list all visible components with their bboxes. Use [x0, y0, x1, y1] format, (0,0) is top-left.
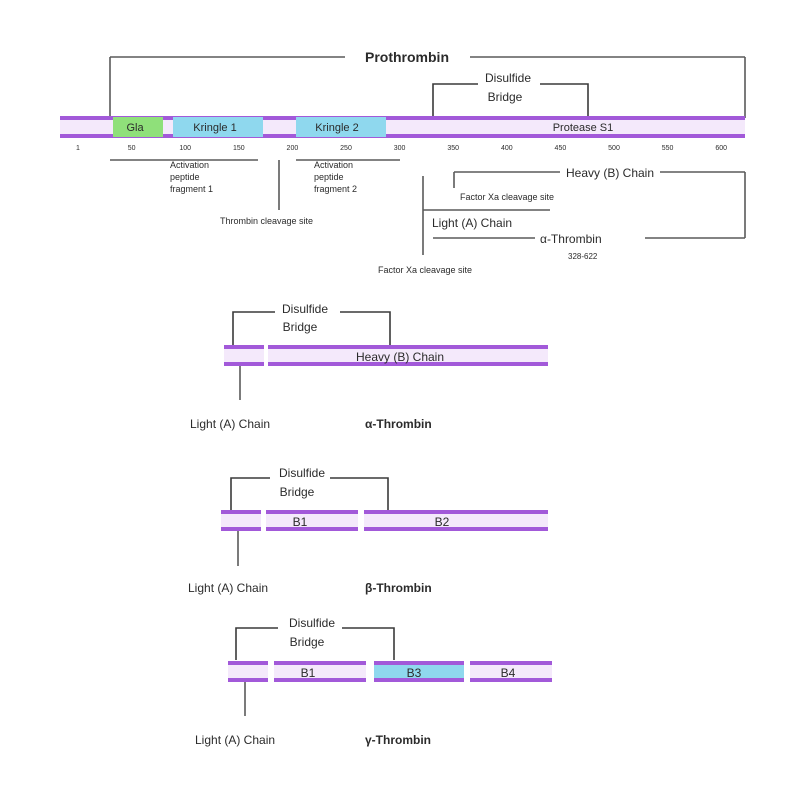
gamma-light-label: Light (A) Chain — [195, 733, 275, 747]
gla-domain — [113, 117, 163, 137]
kringle2-label: Kringle 2 — [315, 122, 358, 134]
activation2-line-3: fragment 2 — [314, 184, 357, 194]
alpha-light-label: Light (A) Chain — [190, 417, 270, 431]
tick-label: 500 — [608, 145, 620, 152]
alpha-disulfide-2: Bridge — [283, 320, 318, 334]
tick-label: 200 — [287, 145, 299, 152]
beta-b2-segment — [364, 511, 548, 530]
activation2-line-1: Activation — [314, 160, 353, 170]
beta-thrombin-section: Disulfide Bridge B1 B2 Light (A) Chain β… — [188, 466, 548, 595]
tick-label: 400 — [501, 145, 513, 152]
tick-label: 350 — [447, 145, 459, 152]
tick-label: 300 — [394, 145, 406, 152]
gamma-b4-label: B4 — [501, 666, 516, 680]
gamma-b1-label: B1 — [301, 666, 316, 680]
kringle1-domain — [173, 117, 263, 137]
gamma-light-segment — [228, 662, 268, 681]
light-chain-label: Light (A) Chain — [432, 216, 512, 230]
tick-label: 450 — [555, 145, 567, 152]
beta-name: β-Thrombin — [365, 581, 432, 595]
prothrombin-section: Prothrombin Disulfide Bridge Gla Kringle… — [60, 49, 746, 275]
gamma-thrombin-section: Disulfide Bridge B1 B3 B4 Light (A) Chai… — [195, 616, 552, 747]
alpha-thrombin-section: Disulfide Bridge Heavy (B) Chain Light (… — [190, 302, 548, 431]
thrombin-cleavage-label: Thrombin cleavage site — [220, 216, 313, 226]
gamma-name: γ-Thrombin — [365, 733, 431, 747]
beta-disulfide-2: Bridge — [280, 485, 315, 499]
prothrombin-title: Prothrombin — [365, 49, 449, 65]
tick-label: 600 — [715, 145, 727, 152]
alpha-light-segment — [224, 346, 264, 365]
heavy-chain-label: Heavy (B) Chain — [566, 166, 654, 180]
alpha-heavy-segment — [268, 346, 548, 365]
gla-label: Gla — [126, 122, 144, 134]
beta-disulfide-bracket — [230, 477, 389, 510]
beta-b1-label: B1 — [293, 515, 308, 529]
tick-label: 50 — [128, 145, 136, 152]
beta-b1-segment — [266, 511, 358, 530]
gamma-b4-segment — [470, 662, 552, 681]
alpha-disulfide-1: Disulfide — [282, 302, 328, 316]
gamma-disulfide-2: Bridge — [290, 635, 325, 649]
top-disulfide-bracket — [432, 83, 589, 118]
alpha-disulfide-bracket — [232, 311, 391, 345]
tick-label: 250 — [340, 145, 352, 152]
beta-light-label: Light (A) Chain — [188, 581, 268, 595]
activation1-line-2: peptide — [170, 172, 200, 182]
beta-disulfide-1: Disulfide — [279, 466, 325, 480]
alpha-range-label: 328-622 — [568, 252, 598, 261]
activation1-line-3: fragment 1 — [170, 184, 213, 194]
activation1-line-1: Activation — [170, 160, 209, 170]
factor-xa-cleavage-1: Factor Xa cleavage site — [460, 192, 554, 202]
tick-label: 100 — [179, 145, 191, 152]
alpha-heavy-label: Heavy (B) Chain — [356, 350, 444, 364]
gamma-b1-segment — [274, 662, 366, 681]
activation2-line-2: peptide — [314, 172, 344, 182]
tick-label: 550 — [662, 145, 674, 152]
beta-b2-label: B2 — [435, 515, 450, 529]
tick-label: 1 — [76, 145, 80, 152]
factor-xa-cleavage-2: Factor Xa cleavage site — [378, 265, 472, 275]
gamma-b3-segment — [374, 662, 464, 681]
gamma-disulfide-1: Disulfide — [289, 616, 335, 630]
gamma-disulfide-bracket — [235, 627, 395, 660]
alpha-thrombin-top-label: α-Thrombin — [540, 232, 602, 246]
top-disulfide-label-1: Disulfide — [485, 71, 531, 85]
gamma-b3-label: B3 — [407, 666, 422, 680]
alpha-name: α-Thrombin — [365, 417, 432, 431]
kringle2-domain — [296, 117, 386, 137]
protease-label: Protease S1 — [553, 122, 614, 134]
kringle1-label: Kringle 1 — [193, 122, 236, 134]
tick-label: 150 — [233, 145, 245, 152]
top-disulfide-label-2: Bridge — [488, 90, 523, 104]
beta-light-segment — [221, 511, 261, 530]
